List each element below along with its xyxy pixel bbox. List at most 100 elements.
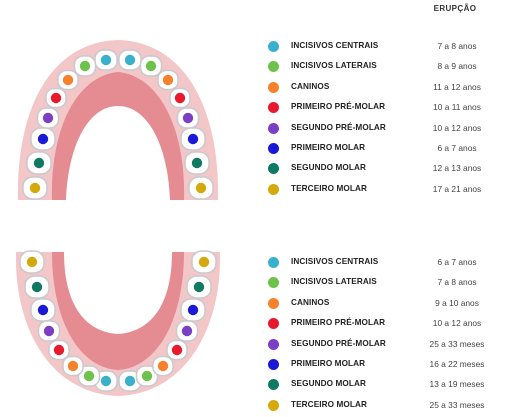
tooth-color-dot xyxy=(141,370,153,382)
legend-row: INCISIVOS LATERAIS 7 a 8 anos xyxy=(264,274,514,294)
eruption-age: 6 a 7 anos xyxy=(437,257,477,267)
legend-row: SEGUNDO MOLAR 12 a 13 anos xyxy=(264,160,514,180)
legend-row: PRIMEIRO MOLAR 16 a 22 meses xyxy=(264,356,514,376)
eruption-age: 16 a 22 meses xyxy=(429,358,485,369)
eruption-age: 7 a 8 anos xyxy=(437,41,477,51)
tooth-color-dot xyxy=(83,370,95,382)
tooth-color-dot xyxy=(31,281,43,293)
legend-row: TERCEIRO MOLAR 25 a 33 meses xyxy=(264,397,514,417)
color-dot-icon xyxy=(268,102,279,114)
tooth-type-label: CANINOS xyxy=(291,297,330,307)
tooth-type-label: INCISIVOS CENTRAIS xyxy=(291,257,379,266)
color-dot-icon xyxy=(268,277,279,289)
color-dot-icon xyxy=(268,163,279,175)
tooth-color-dot xyxy=(100,375,112,387)
tooth-type-label: INCISIVOS LATERAIS xyxy=(291,277,377,287)
eruption-age: 10 a 11 anos xyxy=(433,102,481,113)
tooth-color-dot xyxy=(79,60,91,72)
color-dot-icon xyxy=(268,358,279,370)
legend-row: SEGUNDO PRÉ-MOLAR 25 a 33 meses xyxy=(264,336,514,356)
eruption-column-header: ERUPÇÃO xyxy=(433,4,477,13)
eruption-age: 25 a 33 meses xyxy=(429,338,485,349)
tooth-type-label: PRIMEIRO PRÉ-MOLAR xyxy=(291,318,386,328)
tooth-color-dot xyxy=(198,256,210,268)
eruption-age: 10 a 12 anos xyxy=(432,122,482,133)
legend-row: CANINOS 9 a 10 anos xyxy=(264,295,514,315)
legend-row: INCISIVOS CENTRAIS 6 a 7 anos xyxy=(264,254,514,274)
eruption-age: 9 a 10 anos xyxy=(435,297,479,308)
eruption-age: 10 a 12 anos xyxy=(432,318,482,329)
tooth-color-dot xyxy=(162,74,174,86)
eruption-age: 13 a 19 meses xyxy=(429,379,485,390)
color-dot-icon xyxy=(268,297,279,309)
tooth-color-dot xyxy=(26,256,38,268)
tooth-color-dot xyxy=(181,325,193,337)
color-dot-icon xyxy=(268,122,279,134)
tooth-color-dot xyxy=(171,344,183,356)
upper-legend: INCISIVOS CENTRAIS 7 a 8 anos INCISIVOS L… xyxy=(264,38,514,201)
tooth-type-label: PRIMEIRO MOLAR xyxy=(291,358,366,368)
tooth-color-dot xyxy=(195,182,207,194)
upper-palate xyxy=(51,72,185,200)
legend-row: PRIMEIRO MOLAR 6 a 7 anos xyxy=(264,140,514,160)
tooth-color-dot xyxy=(37,133,49,145)
upper-arch xyxy=(17,40,219,200)
color-dot-icon xyxy=(268,338,279,350)
tooth-color-dot xyxy=(124,54,136,66)
legend-row: SEGUNDO MOLAR 13 a 19 meses xyxy=(264,376,514,396)
color-dot-icon xyxy=(268,318,279,330)
tooth-color-dot xyxy=(191,157,203,169)
color-dot-icon xyxy=(268,142,279,154)
eruption-age: 12 a 13 anos xyxy=(432,163,482,174)
color-dot-icon xyxy=(268,41,279,52)
tooth-type-label: PRIMEIRO PRÉ-MOLAR xyxy=(291,102,386,112)
eruption-age: 8 a 9 anos xyxy=(437,61,477,72)
color-dot-icon xyxy=(268,81,279,93)
tooth-color-dot xyxy=(29,182,41,194)
color-dot-icon xyxy=(268,379,279,391)
tooth-color-dot xyxy=(187,304,199,316)
tooth-color-dot xyxy=(174,92,186,104)
tooth-type-label: PRIMEIRO MOLAR xyxy=(291,142,366,152)
tooth-color-dot xyxy=(42,112,54,124)
dental-arches-diagram xyxy=(15,40,221,396)
tooth-color-dot xyxy=(157,360,169,372)
tooth-color-dot xyxy=(193,281,205,293)
tooth-color-dot xyxy=(33,157,45,169)
tooth-type-label: SEGUNDO PRÉ-MOLAR xyxy=(291,338,386,348)
eruption-age: 11 a 12 anos xyxy=(433,81,481,92)
tooth-color-dot xyxy=(124,375,136,387)
legend-row: CANINOS 11 a 12 anos xyxy=(264,79,514,99)
legend-row: PRIMEIRO PRÉ-MOLAR 10 a 12 anos xyxy=(264,315,514,335)
tooth-color-dot xyxy=(187,133,199,145)
tooth-type-label: TERCEIRO MOLAR xyxy=(291,183,367,193)
tooth-color-dot xyxy=(53,344,65,356)
tooth-color-dot xyxy=(182,112,194,124)
tooth-color-dot xyxy=(43,325,55,337)
eruption-age: 7 a 8 anos xyxy=(437,277,477,288)
lower-floor xyxy=(52,252,184,370)
tooth-type-label: INCISIVOS CENTRAIS xyxy=(291,41,379,50)
eruption-age: 25 a 33 meses xyxy=(429,399,485,410)
color-dot-icon xyxy=(268,61,279,73)
legend-row: PRIMEIRO PRÉ-MOLAR 10 a 11 anos xyxy=(264,99,514,119)
legend-row: INCISIVOS CENTRAIS 7 a 8 anos xyxy=(264,38,514,58)
lower-legend: INCISIVOS CENTRAIS 6 a 7 anos INCISIVOS L… xyxy=(264,254,514,417)
tooth-color-dot xyxy=(62,74,74,86)
tooth-type-label: SEGUNDO MOLAR xyxy=(291,163,366,173)
color-dot-icon xyxy=(268,399,279,411)
color-dot-icon xyxy=(268,183,279,195)
tooth-color-dot xyxy=(100,54,112,66)
tooth-color-dot xyxy=(37,304,49,316)
lower-arch xyxy=(15,250,221,396)
tooth-type-label: SEGUNDO MOLAR xyxy=(291,379,366,389)
tooth-type-label: INCISIVOS LATERAIS xyxy=(291,61,377,71)
eruption-age: 6 a 7 anos xyxy=(437,142,477,153)
tooth-type-label: TERCEIRO MOLAR xyxy=(291,399,367,409)
tooth-color-dot xyxy=(50,92,62,104)
color-dot-icon xyxy=(268,257,279,268)
eruption-age: 17 a 21 anos xyxy=(432,183,482,194)
tooth-type-label: CANINOS xyxy=(291,81,330,91)
tooth-color-dot xyxy=(67,360,79,372)
